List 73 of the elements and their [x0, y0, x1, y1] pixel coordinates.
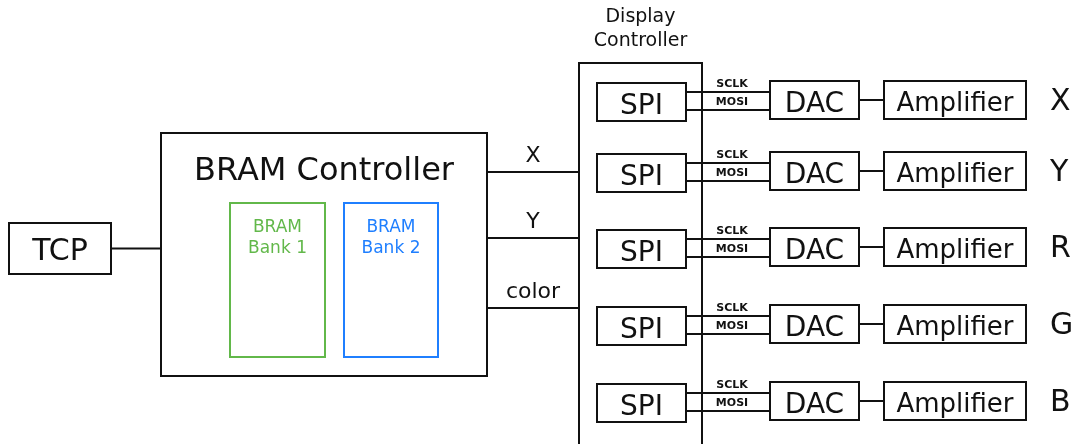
block-label: Amplifier	[895, 311, 1015, 341]
signal-label: B	[1050, 386, 1071, 416]
process-box	[769, 80, 860, 120]
block-label: DAC	[783, 310, 846, 343]
process-box	[769, 304, 860, 344]
process-box	[596, 383, 687, 423]
controller-box	[160, 132, 488, 377]
connector-line	[859, 99, 884, 101]
block-label: BRAM Bank 1	[247, 216, 308, 259]
signal-label: Y	[1050, 156, 1069, 186]
signal-label: X	[1050, 85, 1071, 115]
block-label: Amplifier	[895, 388, 1015, 418]
block-label: SPI	[619, 235, 664, 268]
connector-line	[859, 170, 884, 172]
process-box	[769, 381, 860, 421]
process-box	[8, 222, 112, 275]
edge-label: MOSI	[713, 96, 751, 107]
process-box	[596, 229, 687, 269]
block-label: DAC	[783, 387, 846, 420]
amplifier-box	[883, 227, 1027, 267]
process-box	[769, 227, 860, 267]
block-label: Amplifier	[895, 158, 1015, 188]
block-label: BRAM Controller	[193, 150, 455, 188]
amplifier-box	[883, 381, 1027, 421]
block-label: SPI	[619, 159, 664, 192]
connector-line	[686, 238, 770, 240]
connector-line	[686, 91, 770, 93]
block-heading: Display Controller	[592, 4, 689, 52]
edge-label: MOSI	[713, 320, 751, 331]
connector-line	[686, 315, 770, 317]
edge-label: MOSI	[713, 397, 751, 408]
amplifier-box	[883, 304, 1027, 344]
block-label: DAC	[783, 157, 846, 190]
connector-line	[686, 410, 770, 412]
connector-line	[686, 256, 770, 258]
memory-bank-box	[229, 202, 326, 358]
connector-line	[859, 246, 884, 248]
process-box	[596, 153, 687, 193]
memory-bank-box	[343, 202, 439, 358]
edge-label: SCLK	[714, 78, 750, 89]
block-label: TCP	[31, 232, 89, 267]
edge-label: MOSI	[713, 243, 751, 254]
block-label: SPI	[619, 312, 664, 345]
connector-line	[686, 109, 770, 111]
amplifier-box	[883, 80, 1027, 120]
edge-label: SCLK	[714, 302, 750, 313]
process-box	[769, 151, 860, 191]
connector-line	[686, 162, 770, 164]
process-box	[596, 82, 687, 122]
block-label: Amplifier	[895, 234, 1015, 264]
block-label: DAC	[783, 233, 846, 266]
connector-line	[111, 247, 161, 250]
connector-line	[686, 180, 770, 182]
connector-line	[686, 333, 770, 335]
connector-line	[859, 400, 884, 402]
block-label: SPI	[619, 389, 664, 422]
signal-label: R	[1050, 232, 1071, 262]
connector-line	[487, 237, 579, 239]
amplifier-box	[883, 151, 1027, 191]
edge-label: SCLK	[714, 225, 750, 236]
edge-label: MOSI	[713, 167, 751, 178]
block-label: BRAM Bank 2	[360, 216, 422, 259]
connector-line	[686, 392, 770, 394]
edge-label: SCLK	[714, 379, 750, 390]
connector-line	[859, 323, 884, 325]
process-box	[596, 306, 687, 346]
edge-label: SCLK	[714, 149, 750, 160]
connector-line	[487, 171, 579, 173]
signal-label: G	[1050, 309, 1074, 339]
block-label: DAC	[783, 86, 846, 119]
block-label: SPI	[619, 88, 664, 121]
block-label: Amplifier	[895, 87, 1015, 117]
connector-line	[487, 307, 579, 309]
